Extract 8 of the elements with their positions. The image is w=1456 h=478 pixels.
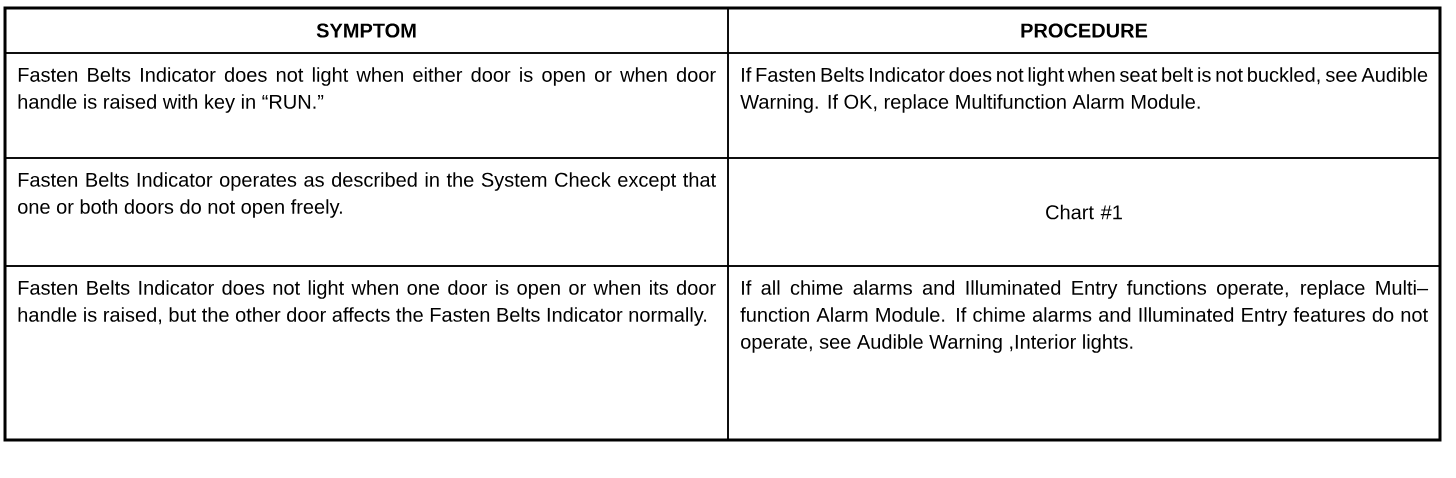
table-cell: Chart #1: [727, 157, 1441, 267]
table-cell: Fasten Belts Indicator does not light when one door is open or when its door handle is raised, but the other door affects the Fasten Belts Indicator normally.: [4, 265, 729, 441]
table-cell: If all chime alarms and Illuminated Entry functions operate, replace Multi–function Alarm Module. If chime alarms and Illuminated Entry features do not operate, see Audible Warning ,Interior lights.: [727, 265, 1441, 441]
label: SYMPTOM: [316, 23, 416, 38]
table-cell: Fasten Belts Indicator operates as described in the System Check except that one or both doors do not open freely.: [4, 157, 729, 267]
label: PROCEDURE: [1021, 23, 1148, 38]
table-cell: If Fasten Belts Indicator does not light when seat belt is not buckled, see Audible Warning. If OK, replace Multifunction Alarm Module.: [727, 52, 1441, 159]
table-cell: Fasten Belts Indicator does not light when either door is open or when door handle is raised with key in “RUN.”: [4, 52, 729, 159]
